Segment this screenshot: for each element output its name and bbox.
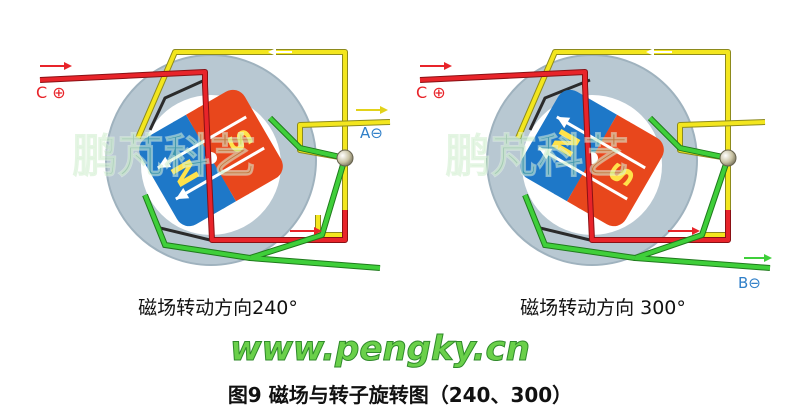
terminal-label-c: C ⊕ <box>36 83 66 102</box>
motor-diagram-left: N S C ⊕ A⊖ <box>36 48 391 271</box>
panel-caption-left: 磁场转动方向240° <box>138 297 298 319</box>
wire-a <box>516 50 730 237</box>
field-arrow <box>538 146 628 201</box>
neutral-junction <box>719 149 737 167</box>
wire-c <box>39 70 347 242</box>
watermark-left: 鹏芃科艺 <box>72 129 256 183</box>
rotor-left: N S <box>139 89 283 227</box>
terminal-label-a: A⊖ <box>360 124 383 142</box>
rotor-south-half <box>191 89 283 197</box>
current-arrow-a <box>356 106 388 114</box>
website-url: www.pengky.cn <box>230 329 530 369</box>
current-arrow-c <box>420 62 452 70</box>
stator-slot <box>528 78 591 131</box>
current-arrow-c <box>40 62 72 70</box>
rotor-south-half <box>572 119 664 227</box>
wire-b <box>248 116 381 270</box>
wire-b <box>633 116 771 270</box>
current-arrow-inner <box>646 48 700 235</box>
field-arrow <box>175 146 265 201</box>
current-arrow-b <box>744 254 772 262</box>
motor-diagram-right: N S C ⊕ B⊖ <box>416 48 772 292</box>
field-arrow <box>556 115 646 170</box>
figure-title: 图9 磁场与转子旋转图（240、300） <box>228 383 572 407</box>
watermark-right: 鹏芃科艺 <box>445 129 629 183</box>
wire-c <box>419 70 730 242</box>
stator-slot <box>148 78 206 131</box>
wire-b <box>143 194 251 260</box>
terminal-label-c: C ⊕ <box>416 83 446 102</box>
field-arrow <box>157 115 247 170</box>
wire-b <box>523 194 636 260</box>
panel-caption-right: 磁场转动方向 300° <box>520 297 686 319</box>
neutral-junction <box>336 149 354 167</box>
terminal-label-b: B⊖ <box>738 274 761 292</box>
current-arrow-inner <box>268 48 322 235</box>
